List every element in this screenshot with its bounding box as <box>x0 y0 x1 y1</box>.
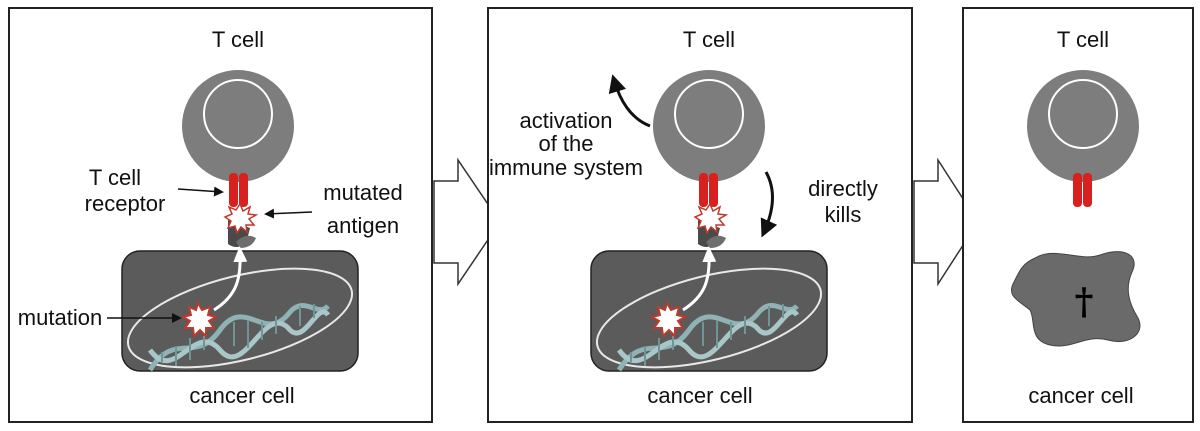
t-cell-title: T cell <box>212 27 264 52</box>
death-cross: † <box>1075 281 1094 323</box>
receptor-label-line1: T cell <box>89 165 141 190</box>
panel-3-frame <box>962 7 1194 423</box>
mutated-antigen-burst <box>693 202 729 235</box>
mutation-to-antigen-arrow <box>682 246 717 312</box>
antigen-label-line1: mutated <box>323 180 403 205</box>
cancer-cell-label: cancer cell <box>647 383 752 408</box>
antigen-pointer-arrow <box>264 208 313 219</box>
t-cell <box>653 70 765 182</box>
kills-arrow <box>760 171 778 238</box>
t-cell <box>182 70 294 182</box>
step-arrow-1 <box>433 157 501 287</box>
t-cell-nucleus <box>1048 79 1118 149</box>
receptor-pointer-arrow <box>177 186 224 197</box>
activation-label-line1: activation <box>520 108 613 133</box>
cancer-cell-nucleus <box>126 267 354 369</box>
t-cell-receptor <box>699 173 718 207</box>
activation-label-line2: of the <box>538 131 593 156</box>
t-cell-title: T cell <box>683 27 735 52</box>
dead-cancer-cell <box>1010 251 1141 347</box>
mutation-burst <box>649 300 688 339</box>
t-cell <box>1027 70 1139 182</box>
t-cell-receptor <box>229 173 248 207</box>
mutation-label: mutation <box>18 305 102 330</box>
cancer-cell-label: cancer cell <box>189 383 294 408</box>
mutation-to-antigen-arrow <box>213 246 248 312</box>
t-cell-receptor <box>1073 173 1092 207</box>
dna-rungs <box>630 304 784 366</box>
panel-2: T cell activation of the immune system d… <box>487 7 913 423</box>
antigen-label-line2: antigen <box>327 213 399 238</box>
mutated-antigen-burst <box>223 202 259 235</box>
activation-arrow <box>608 74 651 128</box>
dna-helix <box>147 303 331 372</box>
t-cell-title: T cell <box>1057 27 1109 52</box>
t-cell-nucleus <box>203 79 273 149</box>
activation-label-line3: immune system <box>489 155 643 180</box>
dna-helix <box>616 303 800 372</box>
panel-1: T cell T cell receptor mutated antigen <box>8 7 433 423</box>
cancer-cell-label: cancer cell <box>1028 383 1133 408</box>
cancer-cell-nucleus <box>595 267 823 369</box>
kills-label-line1: directly <box>808 176 878 201</box>
receptor-label-line2: receptor <box>85 191 166 216</box>
dna-rungs <box>161 304 315 366</box>
mutation-burst <box>180 300 219 339</box>
panel-3: T cell † cancer cell <box>962 7 1194 423</box>
t-cell-nucleus <box>674 79 744 149</box>
step-arrow-2 <box>913 157 979 287</box>
kills-label-line2: kills <box>825 202 862 227</box>
